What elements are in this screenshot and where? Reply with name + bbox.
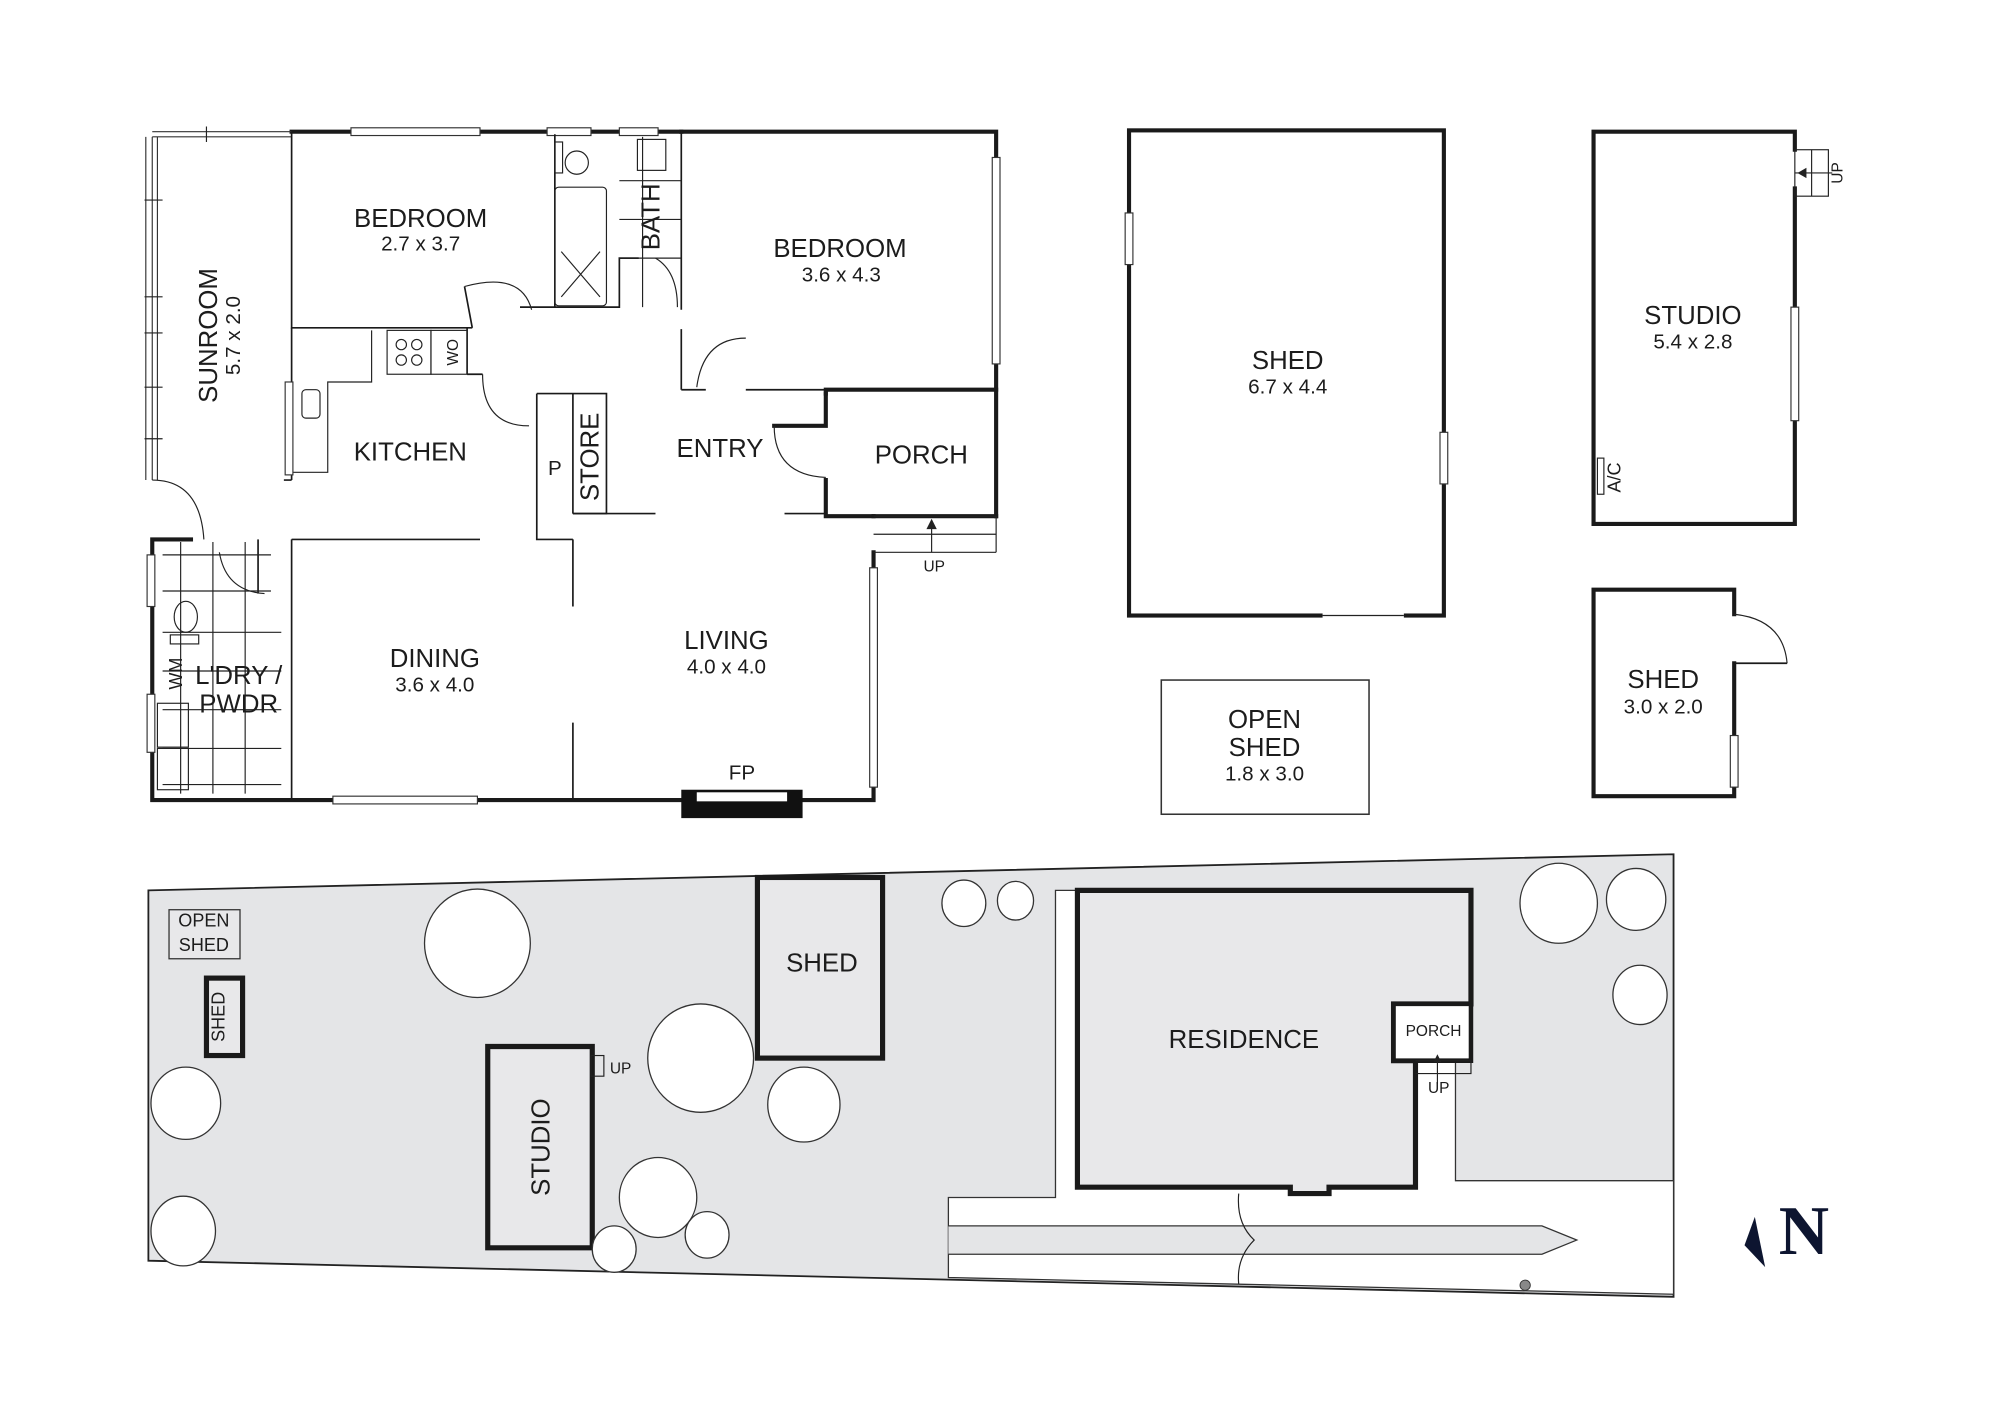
open-shed-dims: 1.8 x 3.0 [1225, 763, 1304, 786]
site-studio-label: STUDIO [528, 1098, 556, 1195]
open-shed-label-line2: SHED [1229, 734, 1301, 762]
studio-dims: 5.4 x 2.8 [1653, 330, 1732, 353]
room-dims-bedroom-1: 3.6 x 4.3 [802, 263, 881, 286]
room-label-living: LIVING [684, 627, 769, 655]
site-plan: OPEN SHED SHED STUDIO UP SHED RESIDENCE … [147, 853, 1675, 1298]
washing-machine-label: WM [166, 658, 186, 690]
room-label-bath: BATH [637, 183, 665, 250]
open-shed-label-line1: OPEN [1228, 706, 1301, 734]
room-dims-living: 4.0 x 4.0 [687, 656, 766, 679]
site-open-shed-label-line2: SHED [179, 935, 229, 955]
room-label-kitchen: KITCHEN [354, 439, 467, 467]
room-label-store: STORE [577, 413, 605, 501]
room-label-porch: PORCH [875, 441, 968, 469]
room-label-powder: PWDR [199, 690, 278, 718]
shed-small-dims: 3.0 x 2.0 [1624, 696, 1703, 719]
shed-large-label: SHED [1252, 347, 1324, 375]
site-residence-label: RESIDENCE [1169, 1026, 1320, 1054]
shed-small-plan: SHED 3.0 x 2.0 [1591, 587, 1788, 799]
house-floor-plan: SUNROOM 5.7 x 2.0 BEDROOM 2.7 x 3.7 BATH… [144, 126, 1001, 819]
room-label-entry: ENTRY [677, 435, 764, 463]
north-arrow-label: N [1779, 1193, 1829, 1270]
north-arrow-icon [1744, 1216, 1766, 1268]
wall-oven-label: WO [445, 339, 462, 366]
shed-large-dims: 6.7 x 4.4 [1248, 376, 1327, 399]
studio-plan: UP A/C STUDIO 5.4 x 2.8 [1591, 129, 1847, 526]
north-arrow: N [1744, 1193, 1829, 1270]
shed-large-plan: SHED 6.7 x 4.4 [1124, 128, 1449, 619]
air-conditioner-label: A/C [1605, 462, 1625, 492]
room-dims-dining: 3.6 x 4.0 [395, 674, 474, 697]
room-dims-bedroom-2: 2.7 x 3.7 [381, 232, 460, 255]
room-label-bedroom-1: BEDROOM [773, 235, 906, 263]
studio-label: STUDIO [1644, 302, 1741, 330]
site-open-shed-label-line1: OPEN [178, 911, 229, 931]
room-label-dining: DINING [390, 645, 480, 673]
site-shed-small-label: SHED [209, 992, 229, 1042]
room-label-sunroom: SUNROOM [195, 268, 223, 403]
studio-steps-up-label: UP [1830, 162, 1847, 184]
site-shed-large-label: SHED [786, 950, 858, 978]
room-label-bedroom-2: BEDROOM [354, 205, 487, 233]
site-studio-up-label: UP [610, 1061, 632, 1078]
shed-small-label: SHED [1627, 666, 1699, 694]
fireplace-label: FP [729, 761, 755, 784]
open-shed-plan: OPEN SHED 1.8 x 3.0 [1160, 679, 1370, 816]
tree-icon [150, 862, 1668, 1273]
room-dims-sunroom: 5.7 x 2.0 [222, 296, 245, 375]
porch-steps-up-label: UP [923, 559, 945, 576]
site-porch-up-label: UP [1428, 1080, 1450, 1097]
pantry-label: P [548, 457, 562, 480]
site-porch-label: PORCH [1406, 1023, 1462, 1040]
room-label-laundry: L'DRY / [195, 662, 283, 690]
